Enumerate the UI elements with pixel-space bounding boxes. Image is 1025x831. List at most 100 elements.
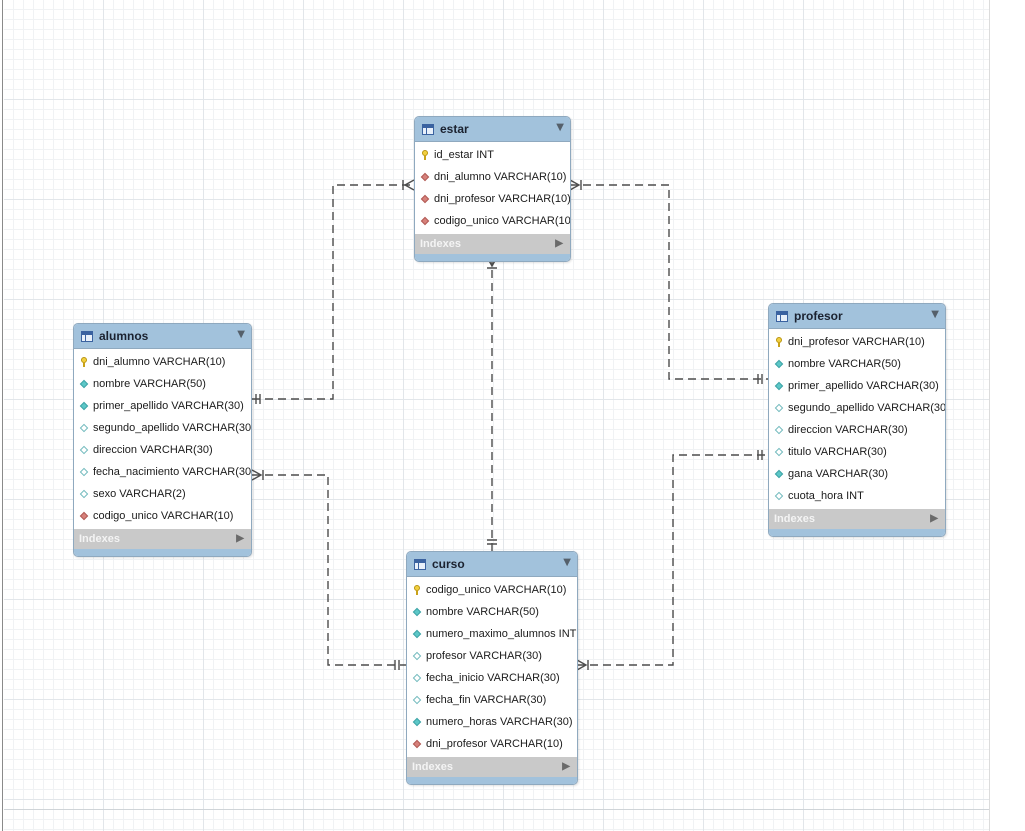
column-row[interactable]: numero_maximo_alumnos INT <box>407 623 577 645</box>
column-row[interactable]: fecha_inicio VARCHAR(30) <box>407 667 577 689</box>
foreign-key-icon <box>420 172 430 182</box>
column-label: id_estar INT <box>434 149 494 161</box>
column-label: titulo VARCHAR(30) <box>788 446 887 458</box>
column-row[interactable]: dni_alumno VARCHAR(10) <box>415 166 570 188</box>
column-label: primer_apellido VARCHAR(30) <box>93 400 244 412</box>
column-row[interactable]: id_estar INT <box>415 144 570 166</box>
indexes-section[interactable]: Indexes ▶ <box>74 529 251 549</box>
column-label: nombre VARCHAR(50) <box>93 378 206 390</box>
collapse-arrow-icon[interactable]: ▼ <box>237 329 245 340</box>
expand-arrow-icon[interactable]: ▶ <box>930 513 938 524</box>
canvas-right-border <box>989 0 990 831</box>
column-label: codigo_unico VARCHAR(10) <box>93 510 234 522</box>
collapse-arrow-icon[interactable]: ▼ <box>563 557 571 568</box>
table-icon <box>776 310 788 322</box>
column-row[interactable]: fecha_nacimiento VARCHAR(30) <box>74 461 251 483</box>
column-row[interactable]: titulo VARCHAR(30) <box>769 441 945 463</box>
table-estar[interactable]: estar ▼ id_estar INT dni_alumno VARCHAR(10)… <box>414 116 571 262</box>
column-row[interactable]: primer_apellido VARCHAR(30) <box>74 395 251 417</box>
nullable-column-icon <box>79 467 89 477</box>
column-label: fecha_inicio VARCHAR(30) <box>426 672 560 684</box>
column-label: gana VARCHAR(30) <box>788 468 889 480</box>
column-row[interactable]: dni_profesor VARCHAR(10) <box>415 188 570 210</box>
table-footer <box>407 777 577 784</box>
column-label: codigo_unico VARCHAR(10) <box>434 215 571 227</box>
column-row[interactable]: primer_apellido VARCHAR(30) <box>769 375 945 397</box>
not-null-column-icon <box>774 359 784 369</box>
column-row[interactable]: dni_profesor VARCHAR(10) <box>769 331 945 353</box>
indexes-label: Indexes <box>79 533 120 545</box>
column-label: sexo VARCHAR(2) <box>93 488 186 500</box>
table-name: alumnos <box>99 329 149 343</box>
collapse-arrow-icon[interactable]: ▼ <box>931 309 939 320</box>
column-row[interactable]: codigo_unico VARCHAR(10) <box>74 505 251 527</box>
column-list: codigo_unico VARCHAR(10)nombre VARCHAR(5… <box>407 577 577 757</box>
table-header[interactable]: estar ▼ <box>415 117 570 142</box>
table-header[interactable]: alumnos ▼ <box>74 324 251 349</box>
column-row[interactable]: gana VARCHAR(30) <box>769 463 945 485</box>
nullable-column-icon <box>412 673 422 683</box>
column-row[interactable]: sexo VARCHAR(2) <box>74 483 251 505</box>
table-header[interactable]: profesor▼ <box>769 304 945 329</box>
not-null-column-icon <box>412 607 422 617</box>
column-row[interactable]: nombre VARCHAR(50) <box>74 373 251 395</box>
column-row[interactable]: numero_horas VARCHAR(30) <box>407 711 577 733</box>
column-label: dni_alumno VARCHAR(10) <box>93 356 226 368</box>
column-label: direccion VARCHAR(30) <box>93 444 213 456</box>
table-name: estar <box>440 122 469 136</box>
foreign-key-icon <box>412 739 422 749</box>
column-label: segundo_apellido VARCHAR(30) <box>93 422 252 434</box>
column-list: id_estar INT dni_alumno VARCHAR(10) dni_pr… <box>415 142 570 234</box>
indexes-section[interactable]: Indexes ▶ <box>407 757 577 777</box>
column-label: dni_alumno VARCHAR(10) <box>434 171 567 183</box>
column-row[interactable]: direccion VARCHAR(30) <box>769 419 945 441</box>
column-label: direccion VARCHAR(30) <box>788 424 908 436</box>
column-label: fecha_fin VARCHAR(30) <box>426 694 547 706</box>
nullable-column-icon <box>774 403 784 413</box>
table-header[interactable]: curso▼ <box>407 552 577 577</box>
column-label: numero_horas VARCHAR(30) <box>426 716 573 728</box>
table-footer <box>415 254 570 261</box>
nullable-column-icon <box>412 695 422 705</box>
expand-arrow-icon[interactable]: ▶ <box>562 761 570 772</box>
table-footer <box>74 549 251 556</box>
column-row[interactable]: profesor VARCHAR(30) <box>407 645 577 667</box>
indexes-section[interactable]: Indexes▶ <box>415 234 570 254</box>
column-row[interactable]: direccion VARCHAR(30) <box>74 439 251 461</box>
column-list: dni_alumno VARCHAR(10) nombre VARCHAR(50)… <box>74 349 251 529</box>
column-row[interactable]: cuota_hora INT <box>769 485 945 507</box>
column-row[interactable]: codigo_unico VARCHAR(10) <box>407 579 577 601</box>
column-row[interactable]: fecha_fin VARCHAR(30) <box>407 689 577 711</box>
column-row[interactable]: nombre VARCHAR(50) <box>407 601 577 623</box>
not-null-column-icon <box>79 379 89 389</box>
column-label: cuota_hora INT <box>788 490 864 502</box>
column-label: profesor VARCHAR(30) <box>426 650 542 662</box>
column-label: nombre VARCHAR(50) <box>788 358 901 370</box>
primary-key-icon <box>420 150 430 160</box>
expand-arrow-icon[interactable]: ▶ <box>555 238 563 249</box>
table-icon <box>81 330 93 342</box>
table-curso[interactable]: curso▼codigo_unico VARCHAR(10)nombre VAR… <box>406 551 578 785</box>
primary-key-icon <box>79 357 89 367</box>
collapse-arrow-icon[interactable]: ▼ <box>556 122 564 133</box>
column-label: dni_profesor VARCHAR(10) <box>788 336 925 348</box>
nullable-column-icon <box>774 447 784 457</box>
column-label: fecha_nacimiento VARCHAR(30) <box>93 466 252 478</box>
indexes-label: Indexes <box>774 513 815 525</box>
table-profesor[interactable]: profesor▼ dni_profesor VARCHAR(10) nombre … <box>768 303 946 537</box>
primary-key-icon <box>774 337 784 347</box>
indexes-section[interactable]: Indexes ▶ <box>769 509 945 529</box>
column-row[interactable]: segundo_apellido VARCHAR(30) <box>769 397 945 419</box>
column-row[interactable]: dni_alumno VARCHAR(10) <box>74 351 251 373</box>
table-alumnos[interactable]: alumnos ▼ dni_alumno VARCHAR(10) nombre VAR… <box>73 323 252 557</box>
nullable-column-icon <box>79 489 89 499</box>
column-row[interactable]: dni_profesor VARCHAR(10) <box>407 733 577 755</box>
column-label: segundo_apellido VARCHAR(30) <box>788 402 946 414</box>
column-row[interactable]: codigo_unico VARCHAR(10) <box>415 210 570 232</box>
column-row[interactable]: nombre VARCHAR(50) <box>769 353 945 375</box>
expand-arrow-icon[interactable]: ▶ <box>236 533 244 544</box>
table-icon <box>422 123 434 135</box>
column-label: numero_maximo_alumnos INT <box>426 628 577 640</box>
indexes-label: Indexes <box>412 761 453 773</box>
column-row[interactable]: segundo_apellido VARCHAR(30) <box>74 417 251 439</box>
